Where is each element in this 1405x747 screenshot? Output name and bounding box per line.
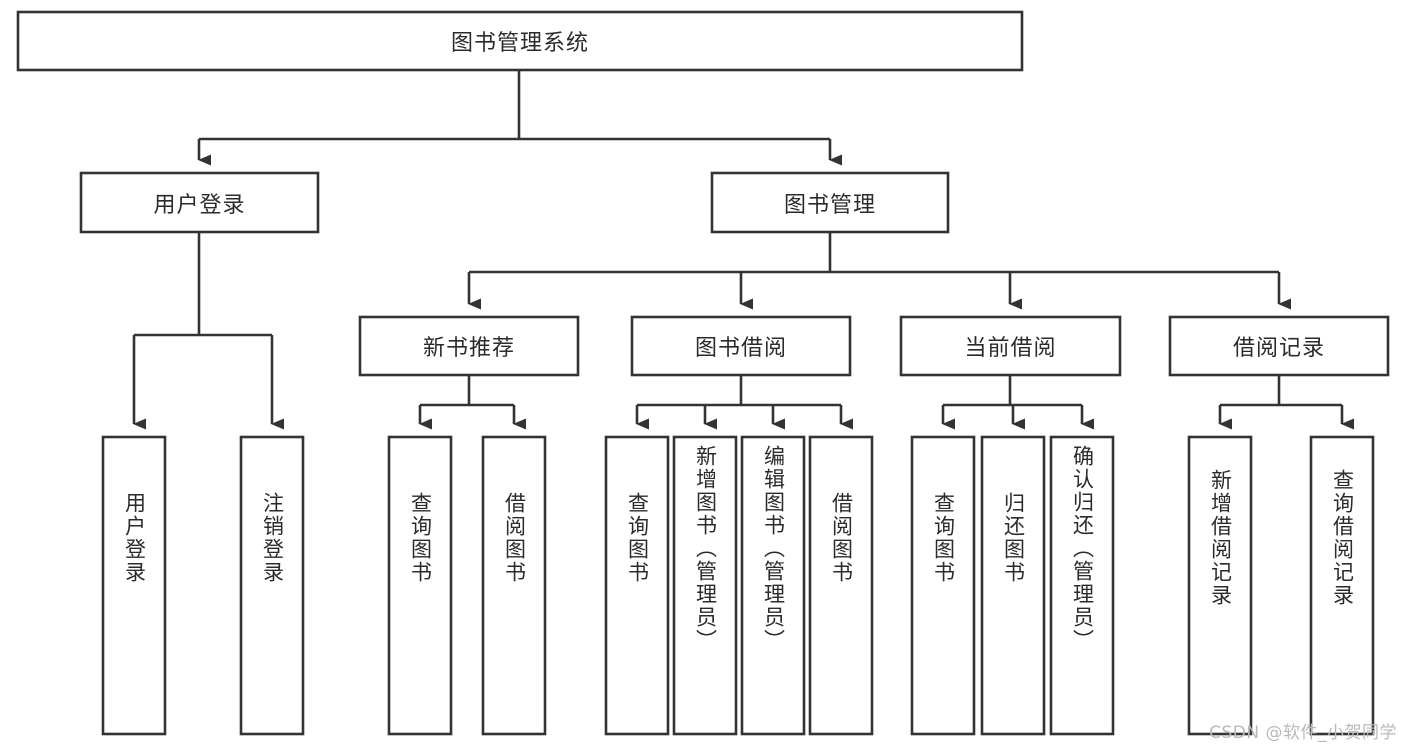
leaf-box-query-book-2[interactable]	[604, 435, 670, 736]
csdn-watermark: CSDN @软件_小贺同学	[1209, 723, 1397, 743]
leaf-box-query-book-1[interactable]	[387, 435, 453, 736]
leaf-box-logout-login[interactable]	[239, 435, 305, 736]
leaf-box-return-book[interactable]	[980, 435, 1046, 736]
leaf-box-query-borrow-record[interactable]	[1309, 435, 1375, 736]
node-current-borrow[interactable]	[899, 315, 1122, 377]
leaf-box-user-login[interactable]	[101, 435, 167, 736]
leaf-box-confirm-return-admin[interactable]	[1049, 435, 1115, 736]
leaf-box-add-borrow-record[interactable]	[1187, 435, 1253, 736]
node-book-borrow[interactable]	[630, 315, 852, 377]
node-book-manage[interactable]	[710, 171, 950, 234]
leaf-box-query-book-3[interactable]	[910, 435, 976, 736]
node-user-login[interactable]	[79, 171, 320, 234]
leaf-box-borrow-book-2[interactable]	[808, 435, 874, 736]
node-root-book-management-system[interactable]	[16, 10, 1024, 72]
leaf-box-edit-book-admin[interactable]	[740, 435, 806, 736]
leaf-box-add-book-admin[interactable]	[672, 435, 738, 736]
node-new-book-recommend[interactable]	[358, 315, 580, 377]
node-borrow-record[interactable]	[1168, 315, 1390, 377]
leaf-box-borrow-book-1[interactable]	[481, 435, 547, 736]
